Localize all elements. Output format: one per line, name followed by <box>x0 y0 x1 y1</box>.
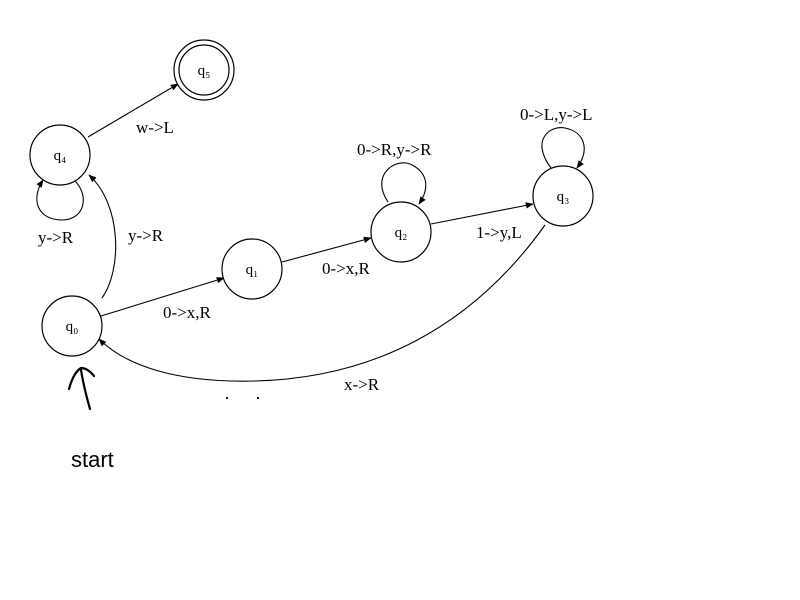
edge-q4-q5 <box>87 83 179 138</box>
start-label: start <box>71 447 114 472</box>
label-q2-q3: 1->y,L <box>476 223 522 242</box>
state-q0-label: q₀ <box>66 319 79 335</box>
label-q3-q0: x->R <box>344 375 380 394</box>
edge-q0-q4 <box>88 174 117 299</box>
state-q0 <box>41 295 103 357</box>
stray-dot <box>256 396 260 400</box>
state-q3-label: q₃ <box>557 189 570 205</box>
label-q4-q5: w->L <box>136 118 174 137</box>
state-q5-inner <box>178 44 230 96</box>
edge-q1-q2 <box>281 236 372 263</box>
state-q3 <box>532 165 594 227</box>
stray-dot <box>225 396 229 400</box>
state-q1-label: q₁ <box>246 262 259 278</box>
edge-q0-q1 <box>100 277 225 317</box>
state-q5-label: q₅ <box>198 63 211 79</box>
edge-q2-q3 <box>430 202 534 225</box>
loop-q3 <box>541 127 585 169</box>
start-arrow-icon <box>67 366 96 411</box>
label-q0-q1: 0->x,R <box>163 303 211 322</box>
label-q1-q2: 0->x,R <box>322 259 370 278</box>
state-q2-label: q₂ <box>395 225 408 241</box>
label-q3-loop: 0->L,y->L <box>520 105 593 124</box>
loop-q4 <box>36 179 84 221</box>
label-q4-loop: y->R <box>38 228 74 247</box>
edge-q3-q0 <box>98 224 546 382</box>
loop-q2 <box>381 162 427 205</box>
state-q4 <box>29 124 91 186</box>
state-q4-label: q₄ <box>54 148 67 164</box>
state-q1 <box>221 238 283 300</box>
state-q2 <box>370 201 432 263</box>
label-q0-q4: y->R <box>128 226 164 245</box>
label-q2-loop: 0->R,y->R <box>357 140 432 159</box>
